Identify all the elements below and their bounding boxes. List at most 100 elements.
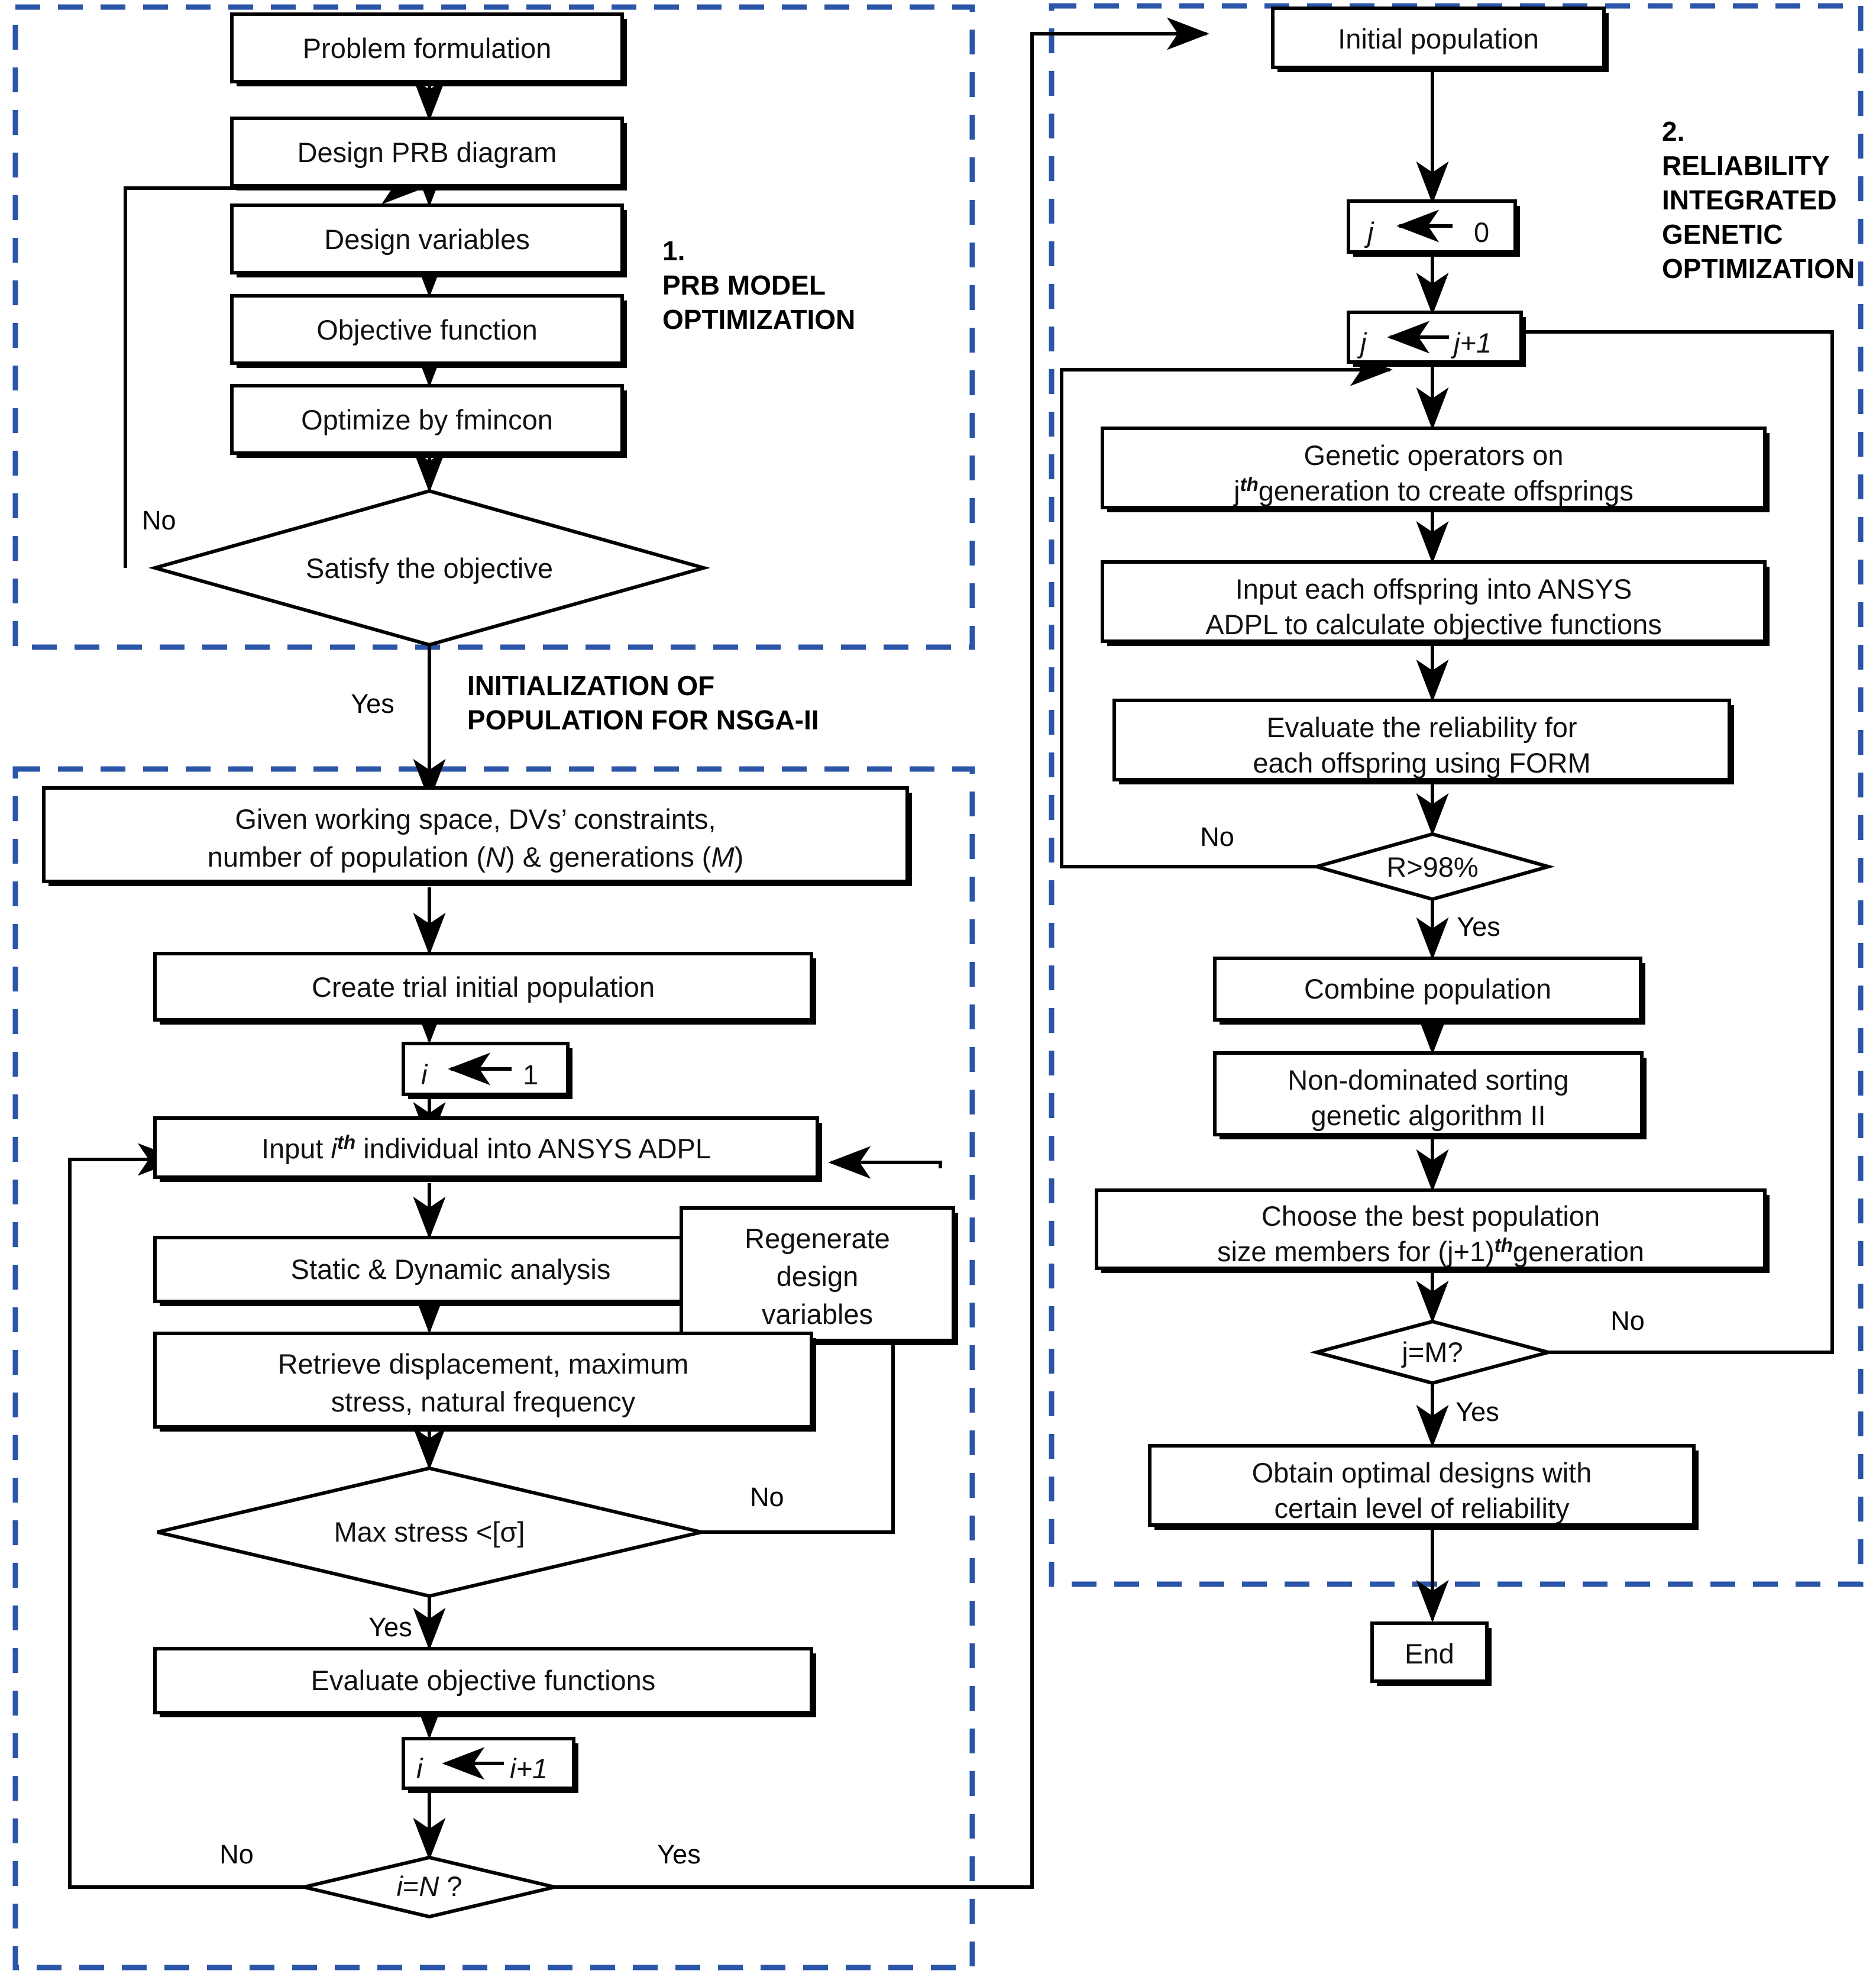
node-objective-function: Objective function xyxy=(230,294,627,368)
edge-label-yes-ieqn: Yes xyxy=(657,1839,700,1869)
node-retrieve-line2: stress, natural frequency xyxy=(331,1386,636,1417)
edge-label-no-maxstress: No xyxy=(750,1482,784,1512)
node-j-equals-m-decision: j=M? xyxy=(1309,1319,1555,1385)
node-initial-population-label: Initial population xyxy=(1338,23,1539,54)
node-r-greater-98-decision: R>98% xyxy=(1309,832,1555,902)
node-i-equals-n-label: i=N ? xyxy=(396,1871,462,1902)
node-genetic-operators-line2: jthgeneration to create offsprings xyxy=(1233,473,1634,506)
node-i-increment-val: i+1 xyxy=(510,1753,548,1784)
node-given-working-space-line2: number of population (N) & generations (… xyxy=(208,841,744,873)
node-design-variables-label: Design variables xyxy=(324,224,529,255)
node-evaluate-reliability-line1: Evaluate the reliability for xyxy=(1266,712,1577,743)
node-optimize-by-fmincon: Optimize by fmincon xyxy=(230,384,627,458)
node-retrieve-results: Retrieve displacement, maximum stress, n… xyxy=(153,1332,816,1432)
node-regenerate-design-variables: Regenerate design variables xyxy=(680,1206,958,1345)
node-max-stress-label: Max stress <[σ] xyxy=(334,1516,525,1548)
node-design-prb-diagram-label: Design PRB diagram xyxy=(297,137,557,168)
node-retrieve-line1: Retrieve displacement, maximum xyxy=(278,1348,689,1380)
node-obtain-optimal-line2: certain level of reliability xyxy=(1275,1493,1570,1524)
node-choose-best-line1: Choose the best population xyxy=(1262,1200,1600,1232)
node-create-trial-initial-population: Create trial initial population xyxy=(153,952,816,1025)
node-regenerate-line1: Regenerate xyxy=(745,1223,890,1254)
node-satisfy-the-objective: Satisfy the objective xyxy=(148,489,711,647)
node-satisfy-the-objective-label: Satisfy the objective xyxy=(306,553,553,584)
node-given-working-space: Given working space, DVs’ constraints, n… xyxy=(42,786,912,886)
node-genetic-operators-line1: Genetic operators on xyxy=(1304,440,1564,471)
node-create-trial-initial-population-label: Create trial initial population xyxy=(312,971,655,1003)
node-nsga2-line2: genetic algorithm II xyxy=(1311,1100,1545,1131)
panel-init-caption-line1: INITIALIZATION OF xyxy=(467,670,714,701)
panel-prb-caption-number: 1. xyxy=(662,235,685,266)
node-design-variables: Design variables xyxy=(230,203,627,277)
panel-init-border xyxy=(12,766,975,1970)
panel-prb-border xyxy=(12,4,975,650)
node-initial-population: Initial population xyxy=(1271,7,1609,72)
panel-rigo-caption-line1: RELIABILITY xyxy=(1662,150,1830,181)
panel-rigo-caption-line4: OPTIMIZATION xyxy=(1662,253,1855,284)
node-evaluate-objective-functions-label: Evaluate objective functions xyxy=(311,1665,656,1696)
node-r-greater-98-label: R>98% xyxy=(1386,851,1478,883)
node-input-ith-individual: Input ith individual into ANSYS ADPL xyxy=(153,1116,822,1182)
node-j-increment-val: j+1 xyxy=(1450,327,1492,358)
node-i-increment-var: i xyxy=(416,1753,423,1784)
node-problem-formulation-label: Problem formulation xyxy=(303,33,552,64)
panel-prb-caption-line2: OPTIMIZATION xyxy=(662,304,855,335)
node-genetic-operators: Genetic operators on jthgeneration to cr… xyxy=(1101,427,1770,512)
edge-label-yes-r98: Yes xyxy=(1457,912,1500,942)
panel-rigo-caption-number: 2. xyxy=(1662,116,1684,147)
node-design-prb-diagram: Design PRB diagram xyxy=(230,117,627,190)
node-i-assign-1-var: i xyxy=(421,1059,428,1090)
node-optimize-by-fmincon-label: Optimize by fmincon xyxy=(301,404,553,435)
node-problem-formulation: Problem formulation xyxy=(230,12,627,86)
node-static-dynamic-analysis-label: Static & Dynamic analysis xyxy=(291,1254,611,1285)
node-end-label: End xyxy=(1405,1638,1454,1669)
edge-label-yes-maxstress: Yes xyxy=(368,1612,412,1642)
panel-init-caption-line2: POPULATION FOR NSGA-II xyxy=(467,705,819,735)
node-i-increment: i i+1 xyxy=(402,1737,578,1793)
edge-ieqn-yes-to-right-panel xyxy=(492,17,1209,1889)
node-input-each-offspring-line1: Input each offspring into ANSYS xyxy=(1235,573,1632,605)
panel-prb-caption-line1: PRB MODEL xyxy=(662,270,826,301)
node-j-equals-m-label: j=M? xyxy=(1400,1336,1463,1368)
node-regenerate-line2: design xyxy=(777,1261,859,1292)
node-choose-best-line2: size members for (j+1)thgeneration xyxy=(1217,1234,1644,1267)
panel-rigo-caption-line2: INTEGRATED xyxy=(1662,185,1837,215)
panel-rigo-caption-line3: GENETIC xyxy=(1662,219,1783,250)
edge-jeqm-no-loop xyxy=(1476,315,1834,1354)
node-i-assign-1-val: 1 xyxy=(523,1059,538,1090)
node-nsga2: Non-dominated sorting genetic algorithm … xyxy=(1213,1051,1647,1139)
edge-regenerate-to-inputith xyxy=(828,1146,942,1179)
node-input-each-offspring: Input each offspring into ANSYS ADPL to … xyxy=(1101,560,1770,646)
edge-ieqn-no-loop xyxy=(68,1143,367,1889)
node-input-ith-individual-label: Input ith individual into ANSYS ADPL xyxy=(261,1131,711,1164)
node-obtain-optimal-designs: Obtain optimal designs with certain leve… xyxy=(1148,1444,1699,1530)
node-j-assign-0: j 0 xyxy=(1347,199,1520,257)
node-i-equals-n-decision: i=N ? xyxy=(303,1855,555,1919)
edge-label-no-jeqm: No xyxy=(1610,1306,1645,1336)
node-choose-best-population: Choose the best population size members … xyxy=(1095,1188,1770,1273)
node-j-increment: j j+1 xyxy=(1347,311,1526,367)
node-end: End xyxy=(1370,1621,1492,1686)
edge-label-yes-jeqm: Yes xyxy=(1455,1397,1499,1427)
edge-label-no-ieqn: No xyxy=(219,1839,254,1869)
edge-r98-no-loop xyxy=(1060,353,1393,868)
node-max-stress-decision: Max stress <[σ] xyxy=(157,1466,702,1598)
node-regenerate-line3: variables xyxy=(762,1298,873,1330)
panel-rigo-border xyxy=(1049,3,1864,1587)
edge-label-no-satisfy: No xyxy=(142,505,176,535)
node-i-assign-1: i 1 xyxy=(402,1042,572,1099)
node-evaluate-reliability-line2: each offspring using FORM xyxy=(1253,747,1590,778)
node-evaluate-reliability: Evaluate the reliability for each offspr… xyxy=(1112,699,1734,784)
node-objective-function-label: Objective function xyxy=(316,314,538,345)
node-static-dynamic-analysis: Static & Dynamic analysis xyxy=(153,1236,751,1306)
node-obtain-optimal-line1: Obtain optimal designs with xyxy=(1252,1457,1592,1488)
node-combine-population-label: Combine population xyxy=(1304,973,1551,1004)
node-evaluate-objective-functions: Evaluate objective functions xyxy=(153,1647,816,1717)
node-given-working-space-line1: Given working space, DVs’ constraints, xyxy=(235,803,716,835)
edge-label-yes-satisfy: Yes xyxy=(351,689,394,719)
node-nsga2-line1: Non-dominated sorting xyxy=(1288,1064,1569,1096)
edge-label-no-r98: No xyxy=(1200,822,1234,852)
node-combine-population: Combine population xyxy=(1213,957,1645,1025)
node-input-each-offspring-line2: ADPL to calculate objective functions xyxy=(1205,609,1662,640)
